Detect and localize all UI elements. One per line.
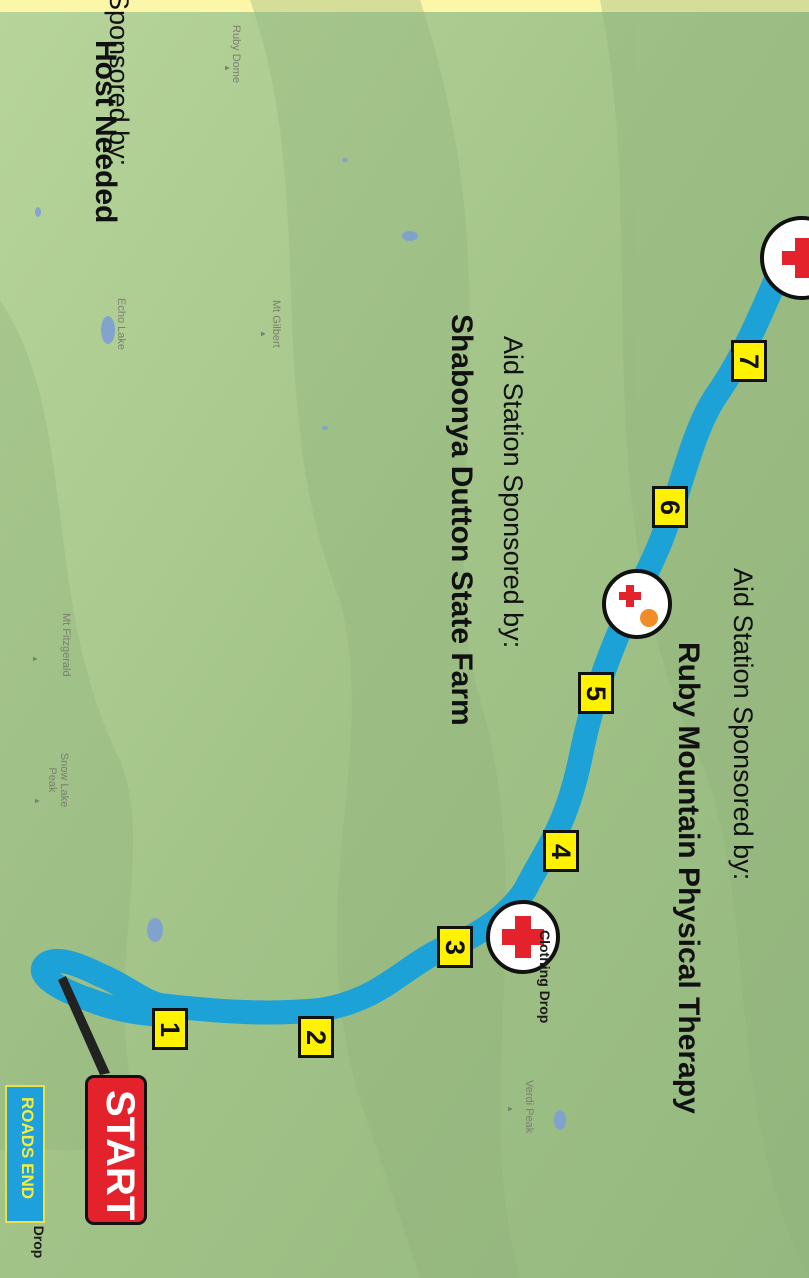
mile-marker-4: 4 bbox=[543, 830, 579, 872]
mountain-peak-icon: ▲ bbox=[33, 797, 42, 805]
sponsor-right-name: Ruby Mountain Physical Therapy bbox=[672, 642, 705, 1114]
sponsor-top-name: Host Needed bbox=[89, 40, 122, 224]
peak-ruby-dome: Ruby Dome bbox=[230, 25, 242, 84]
mile-marker-3: 3 bbox=[437, 926, 473, 968]
sponsor-middle-name: Shabonya Dutton State Farm bbox=[445, 314, 478, 726]
mile-marker-6: 6 bbox=[652, 486, 688, 528]
start-tag: START bbox=[85, 1075, 147, 1225]
sponsor-right-prefix: Aid Station Sponsored by: bbox=[728, 568, 758, 881]
clothing-drop-label-aid: Clothing Drop bbox=[537, 930, 553, 1024]
mile-marker-2: 2 bbox=[298, 1016, 334, 1058]
roads-end-label: ROADS END bbox=[18, 1097, 37, 1200]
peak-mt-gilbert: Mt Gilbert bbox=[270, 300, 282, 348]
peak-mt-fitzgerald: Mt Fitzgerald bbox=[60, 613, 72, 677]
mountain-peak-icon: ▲ bbox=[31, 655, 40, 663]
mountain-peak-icon: ▲ bbox=[259, 330, 268, 338]
peak-snow-lake-peak: Snow Lake Peak bbox=[46, 752, 70, 808]
mile-marker-7: 7 bbox=[731, 340, 767, 382]
first-aid-with-orange-dot-icon bbox=[602, 569, 672, 639]
start-label: START bbox=[98, 1090, 142, 1221]
first-aid-icon bbox=[760, 216, 809, 300]
mile-marker-1: 1 bbox=[152, 1008, 188, 1050]
roads-end-badge: ROADS END bbox=[5, 1085, 45, 1223]
first-aid-icon bbox=[486, 900, 560, 974]
terrain-background bbox=[0, 12, 809, 1278]
sponsor-middle-prefix: Aid Station Sponsored by: bbox=[498, 336, 528, 649]
start-pointer bbox=[58, 976, 110, 1075]
lake-echo-lake: Echo Lake bbox=[115, 298, 127, 350]
top-banner-strip bbox=[0, 0, 809, 12]
peak-verdi-peak: Verdi Peak bbox=[523, 1080, 535, 1134]
lakes bbox=[35, 158, 566, 1130]
mountain-peak-icon: ▲ bbox=[223, 64, 232, 72]
mountain-peak-icon: ▲ bbox=[506, 1105, 515, 1113]
mile-marker-5: 5 bbox=[578, 672, 614, 714]
